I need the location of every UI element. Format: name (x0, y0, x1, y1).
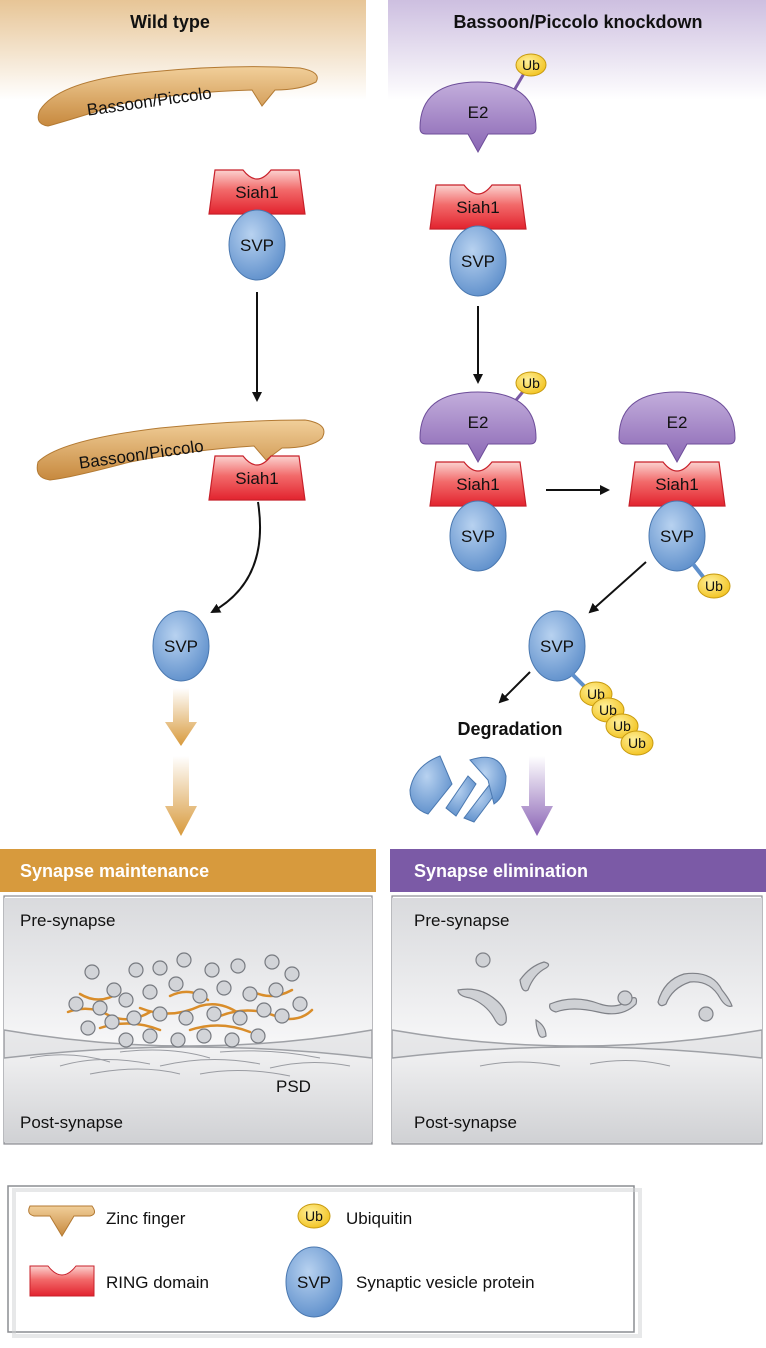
ubiquitin-chain: Ub Ub Ub Ub (579, 681, 654, 756)
svp-kd-1: SVP (449, 225, 507, 297)
ubiquitin-on-svp: Ub (691, 562, 731, 599)
synapse-elimination-bar (390, 849, 766, 892)
siah1-label-2: Siah1 (235, 469, 278, 488)
curved-arrow (210, 501, 262, 613)
e2-label-2: E2 (468, 413, 489, 432)
svp-protein: SVP (228, 209, 286, 281)
siah1-ring-domain-kd: Siah1 (429, 184, 527, 230)
degraded-svp-fragments (409, 755, 507, 823)
ub-chain-1: Ub (587, 686, 605, 702)
ubiquitin-icon: Ub (297, 1203, 331, 1229)
svp-complex-1: SVP (449, 500, 507, 572)
legend-svp-icon-text: SVP (297, 1273, 331, 1292)
legend-ring-domain: RING domain (106, 1273, 209, 1292)
legend-ub-icon-text: Ub (305, 1208, 323, 1224)
psd-label: PSD (276, 1077, 311, 1096)
e2-label-1: E2 (468, 103, 489, 122)
svp-label-2: SVP (164, 637, 198, 656)
arrow-diag-1 (588, 561, 647, 614)
legend-svp-desc: Synaptic vesicle protein (356, 1273, 535, 1292)
siah1-label-kd-1: Siah1 (456, 198, 499, 217)
synapse-panel-wild-type: Pre-synapse PSD Post-synapse (3, 895, 373, 1145)
e2-enzyme-complex-1: E2 (419, 391, 537, 463)
siah1-complex-1: Siah1 (429, 461, 527, 507)
e2-enzyme: E2 (419, 81, 537, 153)
siah1-label: Siah1 (235, 183, 278, 202)
ub-label-1: Ub (522, 57, 540, 73)
knockdown-header-bg (388, 0, 766, 100)
synapse-panel-knockdown: Pre-synapse Post-synapse (391, 895, 763, 1145)
ub-label-3: Ub (705, 578, 723, 594)
siah1-complex-2: Siah1 (628, 461, 726, 507)
svp-complex-2: SVP (648, 500, 706, 572)
post-synapse-label-wt: Post-synapse (20, 1113, 123, 1132)
arrow-to-elimination (521, 756, 553, 836)
ub-chain-4: Ub (628, 735, 646, 751)
pre-synapse-label-wt: Pre-synapse (20, 911, 115, 930)
arrow-to-maintenance (165, 688, 197, 836)
e2-enzyme-complex-2: E2 (618, 391, 736, 463)
post-synapse-label-kd: Post-synapse (414, 1113, 517, 1132)
pre-synapse-label-kd: Pre-synapse (414, 911, 509, 930)
synapse-elimination-label: Synapse elimination (414, 861, 588, 881)
wild-type-header: Wild type (130, 12, 210, 32)
svp-label-kd-4: SVP (540, 637, 574, 656)
siah1-label-kd-2: Siah1 (456, 475, 499, 494)
ub-chain-2: Ub (599, 702, 617, 718)
e2-label-3: E2 (667, 413, 688, 432)
synapse-maintenance-label: Synapse maintenance (20, 861, 209, 881)
zinc-finger-icon (28, 1205, 96, 1237)
svp-label-kd-1: SVP (461, 252, 495, 271)
svp-released: SVP (152, 610, 210, 682)
siah1-label-kd-3: Siah1 (655, 475, 698, 494)
svp-label: SVP (240, 236, 274, 255)
legend-ubiquitin: Ubiquitin (346, 1209, 412, 1228)
ub-label-2: Ub (522, 375, 540, 391)
ub-chain-3: Ub (613, 718, 631, 734)
legend-zinc-finger: Zinc finger (106, 1209, 186, 1228)
arrow-diag-2 (498, 671, 531, 704)
siah1-ring-domain: Siah1 (208, 169, 306, 215)
svp-label-kd-2: SVP (461, 527, 495, 546)
siah1-ring-domain-bound: Siah1 (208, 455, 306, 501)
svp-icon: SVP (285, 1246, 343, 1318)
ring-domain-icon (29, 1265, 95, 1297)
synapse-maintenance-bar (0, 849, 376, 892)
knockdown-header: Bassoon/Piccolo knockdown (453, 12, 702, 32)
svp-polyubiquitinated: SVP (528, 610, 588, 690)
degradation-label: Degradation (457, 719, 562, 739)
svp-label-kd-3: SVP (660, 527, 694, 546)
legend: Zinc finger RING domain Ub Ubiquitin SVP… (7, 1185, 642, 1338)
